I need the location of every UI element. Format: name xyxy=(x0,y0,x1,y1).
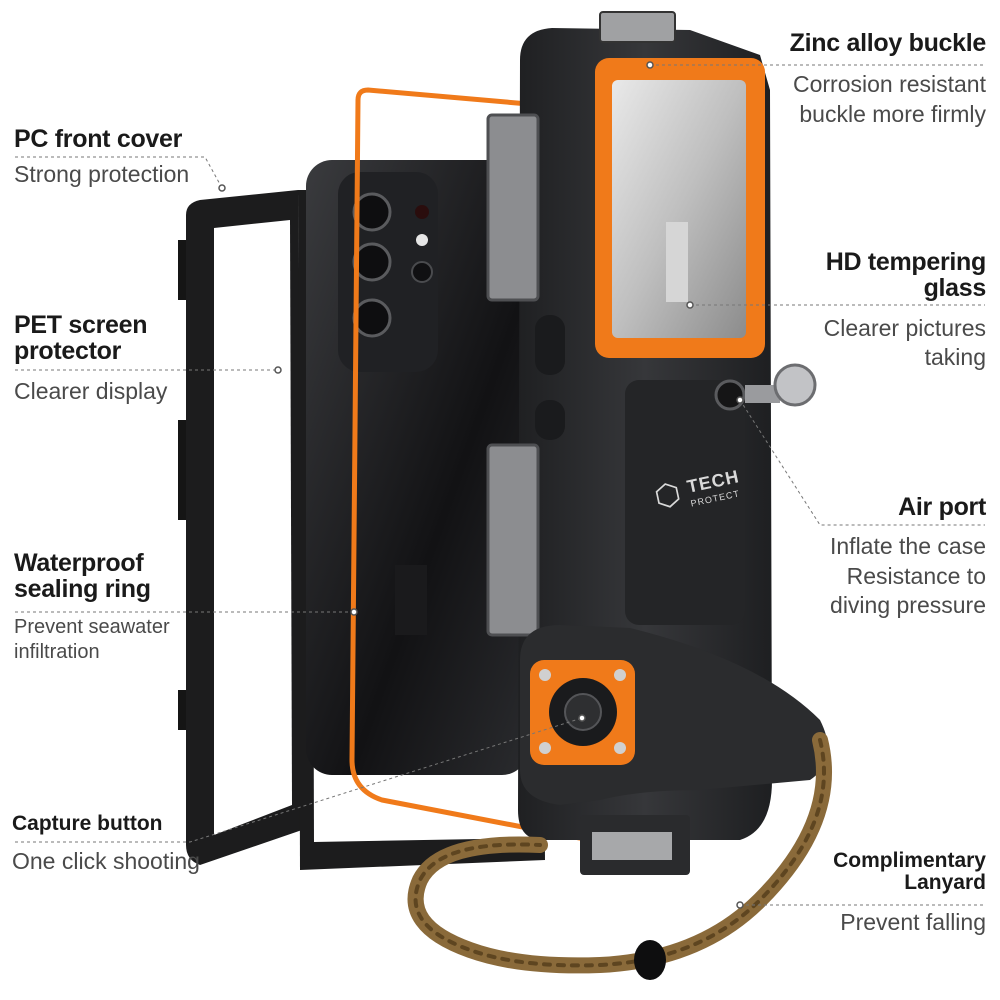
callout-desc-line2: buckle more firmly xyxy=(799,100,986,127)
callout-title-line2: glass xyxy=(923,274,987,303)
callout-desc-line1: Prevent seawater xyxy=(14,615,170,638)
callout-desc: Clearer display xyxy=(14,377,168,404)
callout-title-line2: protector xyxy=(14,337,122,366)
camera-sensor xyxy=(415,205,429,219)
callout-title-line2: sealing ring xyxy=(14,575,151,604)
grip-handle xyxy=(520,625,828,875)
camera-flash xyxy=(416,234,428,246)
camera-lens xyxy=(352,242,392,282)
waterproof-sealing-ring xyxy=(349,87,601,843)
callout-complimentary-lanyard: Complimentary Lanyard Prevent falling xyxy=(833,849,986,938)
callout-desc: Strong protection xyxy=(14,161,190,188)
callout-desc-line2: Resistance to xyxy=(846,562,986,589)
zinc-alloy-buckle xyxy=(486,443,540,637)
zinc-alloy-buckle xyxy=(486,113,540,302)
callout-desc-line1: Inflate the case xyxy=(830,533,986,560)
callout-title: PC front cover xyxy=(14,125,183,153)
callout-title: Zinc alloy buckle xyxy=(789,29,987,57)
callout-title-line1: PET screen xyxy=(14,311,148,339)
callout-desc-line1: Corrosion resistant xyxy=(792,71,986,98)
camera-lens xyxy=(352,192,392,232)
leader-endpoints xyxy=(218,61,744,909)
leader-lines xyxy=(15,64,985,906)
callout-title-line1: HD tempering xyxy=(825,248,987,276)
callout-desc: Prevent falling xyxy=(840,909,986,936)
lanyard-stopper xyxy=(634,940,666,980)
callout-title: Air port xyxy=(898,493,986,521)
callout-title-line1: Waterproof xyxy=(14,549,144,577)
callout-desc-line3: diving pressure xyxy=(830,592,986,619)
callout-pet-screen-protector: PET screen protector Clearer display xyxy=(14,312,167,406)
callout-capture-button: Capture button One click shooting xyxy=(12,812,200,876)
callout-title: Capture button xyxy=(12,812,163,835)
camera-lens xyxy=(352,298,392,338)
callout-waterproof-sealing-ring: Waterproof sealing ring Prevent seawater… xyxy=(14,550,170,666)
callout-hd-tempering-glass: HD tempering glass Clearer pictures taki… xyxy=(823,248,987,372)
callout-desc-line2: taking xyxy=(924,343,986,370)
callout-zinc-alloy-buckle: Zinc alloy buckle Corrosion resistant bu… xyxy=(789,29,987,129)
callout-title-line2: Lanyard xyxy=(904,871,986,895)
lanyard xyxy=(407,732,832,980)
air-port xyxy=(714,379,746,411)
callout-air-port: Air port Inflate the case Resistance to … xyxy=(830,494,986,621)
callout-desc-line1: Clearer pictures xyxy=(823,314,986,341)
callout-title-line1: Complimentary xyxy=(833,849,986,872)
callout-desc: One click shooting xyxy=(12,848,200,875)
camera-sensor xyxy=(411,261,433,283)
callout-desc-line2: infiltration xyxy=(14,641,100,664)
callout-pc-front-cover: PC front cover Strong protection xyxy=(14,126,189,190)
